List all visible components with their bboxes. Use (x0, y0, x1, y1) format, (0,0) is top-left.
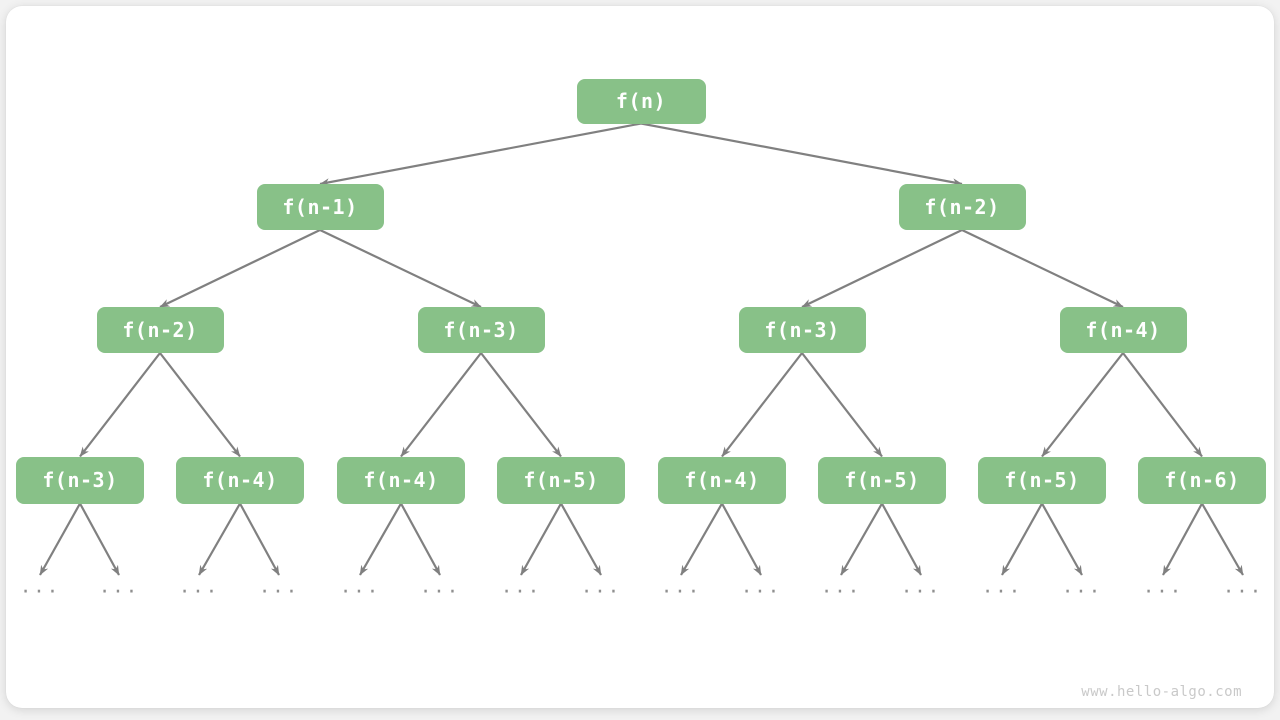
tree-node: f(n-6) (1138, 456, 1266, 504)
tree-node: f(n-4) (176, 456, 304, 504)
tree-node: f(n-4) (1059, 307, 1187, 353)
tree-node: f(n-4) (337, 456, 465, 504)
tree-node: f(n-2) (96, 307, 224, 353)
ellipsis-marker: ... (419, 575, 461, 598)
tree-node: f(n-1) (256, 184, 384, 230)
ellipsis-marker: ... (740, 575, 782, 598)
ellipsis-marker: ... (900, 575, 942, 598)
tree-node: f(n-3) (417, 307, 545, 353)
ellipsis-marker: ... (98, 575, 140, 598)
ellipsis-marker: ... (580, 575, 622, 598)
tree-node: f(n-4) (658, 456, 786, 504)
tree-node: f(n-5) (497, 456, 625, 504)
tree-node: f(n-3) (738, 307, 866, 353)
watermark: www.hello-algo.com (1081, 684, 1242, 700)
tree-node: f(n-3) (16, 456, 144, 504)
ellipsis-marker: ... (981, 575, 1023, 598)
ellipsis-marker: ... (339, 575, 381, 598)
ellipsis-marker: ... (258, 575, 300, 598)
tree-node: f(n-2) (898, 184, 1026, 230)
ellipsis-marker: ... (1061, 575, 1103, 598)
tree-node: f(n-5) (978, 456, 1106, 504)
tree-node: f(n) (576, 78, 706, 124)
ellipsis-marker: ... (500, 575, 542, 598)
ellipsis-marker: ... (178, 575, 220, 598)
ellipsis-marker: ... (1142, 575, 1184, 598)
ellipsis-marker: ... (1222, 575, 1264, 598)
tree-node: f(n-5) (818, 456, 946, 504)
ellipsis-marker: ... (820, 575, 862, 598)
ellipsis-marker: ... (19, 575, 61, 598)
ellipsis-marker: ... (660, 575, 702, 598)
